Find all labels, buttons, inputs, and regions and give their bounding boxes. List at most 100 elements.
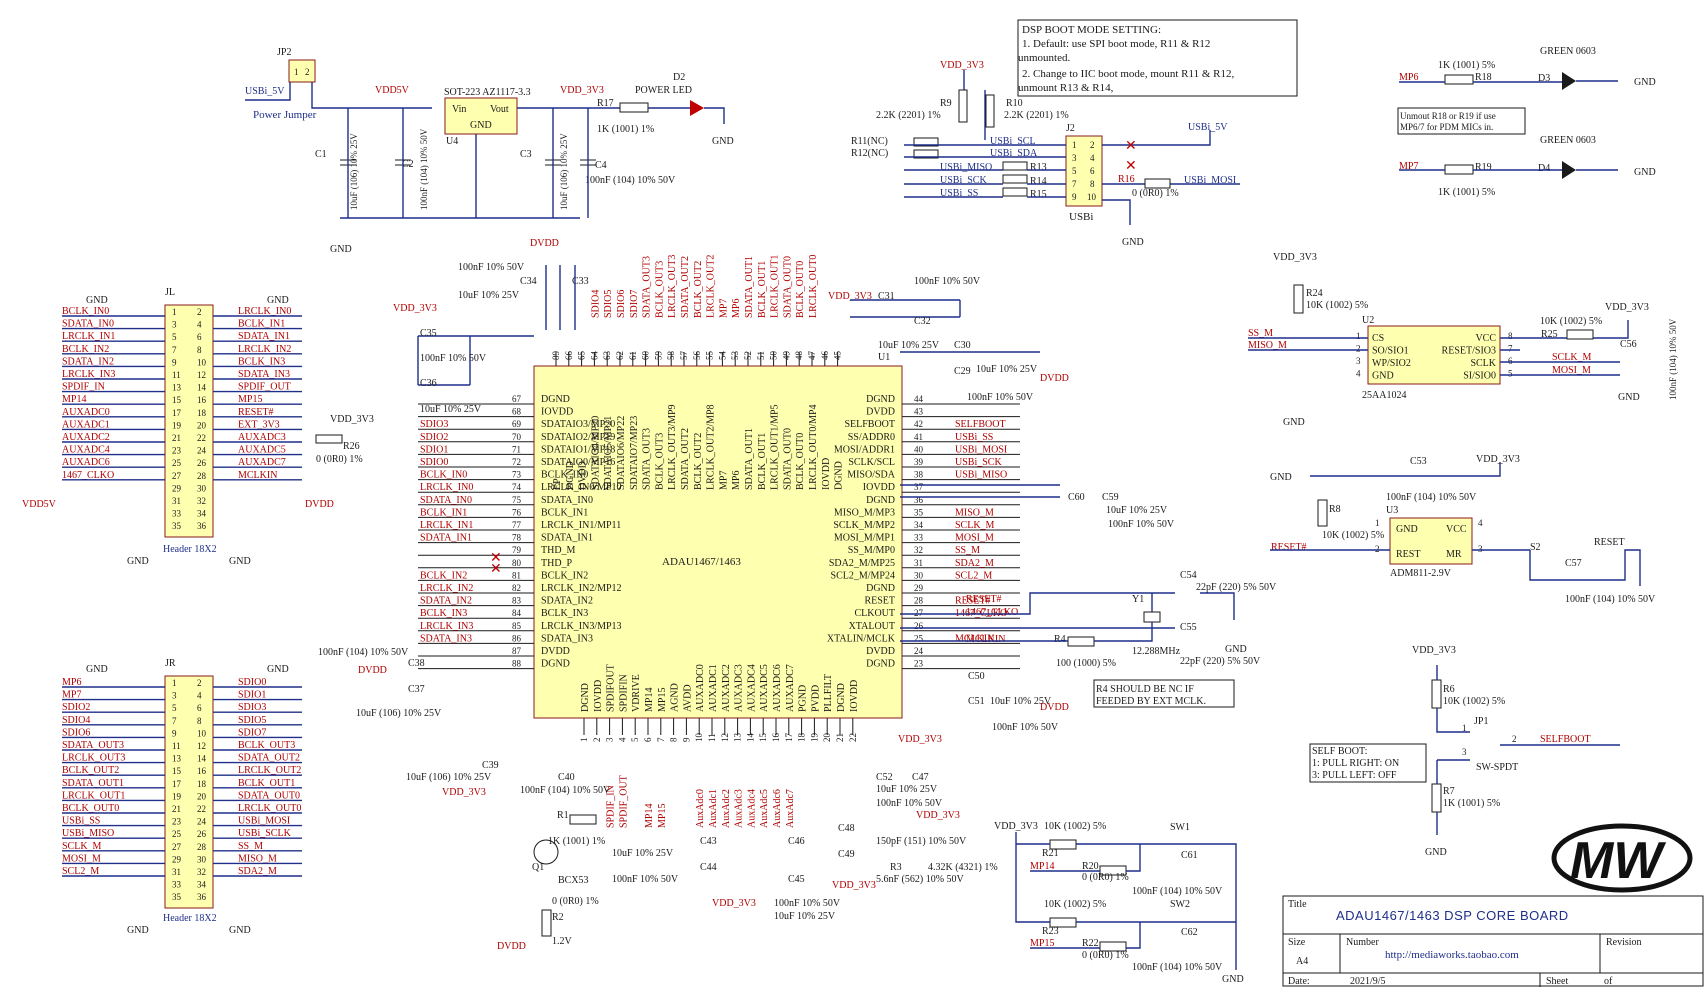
dsp-pin-num: 51	[756, 351, 766, 360]
header-net-left: BCLK_OUT2	[62, 765, 119, 776]
svg-text:✕: ✕	[490, 551, 502, 566]
header-net-left: SDATA_OUT3	[62, 740, 124, 751]
dsp-pin-left: LRCLK_IN0/MP10	[541, 482, 622, 493]
c2-value: 100nF (104) 10% 50V	[419, 128, 429, 210]
header-net-right: LRCLK_OUT2	[238, 765, 301, 776]
jr-gnd-r: GND	[267, 664, 289, 675]
dsp-pin-bottom: MP15	[657, 688, 668, 712]
dsp-net-left: SDATA_IN0	[420, 495, 472, 506]
header-net-left: SDATA_IN2	[62, 356, 114, 367]
r8-label: R8	[1329, 504, 1341, 515]
header-net-right: SDA2_M	[238, 866, 277, 877]
svg-text:4: 4	[1478, 518, 1483, 528]
dsp-pin-num: 39	[914, 457, 924, 467]
dsp-net-bottom: SPDIF_OUT	[618, 775, 629, 828]
header-pin-num: 3	[172, 691, 177, 701]
dsp-pin-num: 48	[794, 351, 804, 361]
r2-label: R2	[552, 912, 564, 923]
eeprom-pin-left: WP/SIO2	[1372, 358, 1411, 369]
dsp-net-right: MOSI_M	[955, 533, 994, 544]
r4-value: 100 (1000) 5%	[1056, 658, 1116, 669]
dsp-pin-top: SDATAIO6/MP22	[616, 416, 627, 490]
selfboot-vdd: VDD_3V3	[1412, 645, 1456, 656]
sw2-label: SW2	[1170, 899, 1190, 910]
r19-label: R19	[1475, 162, 1492, 173]
title-text: ADAU1467/1463 DSP CORE BOARD	[1336, 908, 1569, 923]
dsp-pin-left: SDATA_IN0	[541, 495, 593, 506]
svg-text:8: 8	[1090, 179, 1095, 189]
header-net-right: SDIO1	[238, 690, 266, 701]
svg-text:3: 3	[1478, 544, 1483, 554]
header-pin-num: 27	[172, 842, 182, 852]
q1-dvdd: DVDD	[497, 941, 526, 952]
dsp-pin-right: SCLK_M/MP2	[833, 520, 895, 531]
dsp-pin-left: IOVDD	[541, 407, 573, 418]
dsp-dvdd-left: DVDD	[358, 665, 387, 676]
header-net-left: USBi_SS	[62, 816, 100, 827]
header-pin-num: 7	[172, 345, 177, 355]
c48-value: 150pF (151) 10% 50V	[876, 836, 967, 847]
header-pin-num: 15	[172, 395, 182, 405]
dsp-pin-right: MISO_M/MP3	[834, 507, 895, 518]
r9-value: 2.2K (2201) 1%	[876, 110, 941, 121]
svg-text:GND: GND	[1225, 644, 1247, 655]
dsp-net-right: USBi_SCK	[955, 457, 1002, 468]
dsp-pin-left: BCLK_IN0	[541, 470, 588, 481]
header-pin-num: 11	[172, 741, 181, 751]
dsp-net-top: SDIO4	[590, 290, 601, 318]
header-net-left: AUXADC4	[62, 445, 110, 456]
c57-value: 100nF (104) 10% 50V	[1565, 594, 1656, 605]
header-pin-num: 21	[172, 804, 181, 814]
dsp-pin-right: SCL2_M/MP24	[831, 570, 895, 581]
logo: MW	[1551, 823, 1693, 893]
dsp-net-left: LRCLK_IN1	[420, 520, 473, 531]
header-net-right: BCLK_OUT1	[238, 778, 295, 789]
dsp-net-top: LRCLK_OUT0	[808, 255, 819, 318]
r21-value: 10K (1002) 5%	[1044, 821, 1106, 832]
dsp-pin-num: 16	[771, 733, 781, 743]
header-pin-num: 8	[197, 345, 202, 355]
c35-value: 100nF 10% 50V	[420, 353, 487, 364]
r4-label: R4	[1054, 634, 1066, 645]
header-net-left: SCL2_M	[62, 866, 99, 877]
usbi-net: USBi_MISO	[940, 162, 992, 173]
r6-value: 10K (1002) 5%	[1443, 696, 1505, 707]
vout-pin: Vout	[490, 104, 509, 115]
header-pin-num: 19	[172, 791, 182, 801]
c39-label: C39	[482, 760, 499, 771]
clock-section: C54 22pF (220) 5% 50V Y1 C55 12.288MHz 2…	[900, 570, 1277, 708]
regulator-part: SOT-223 AZ1117-3.3	[444, 87, 531, 98]
s2-label: S2	[1530, 542, 1541, 553]
dsp-pin-right: SS_M/MP0	[848, 545, 895, 556]
dsp-net-top: LRCLK_OUT2	[706, 255, 717, 318]
r26-label: R26	[343, 441, 360, 452]
svg-text:GND: GND	[1222, 974, 1244, 985]
svg-text:✕: ✕	[1125, 139, 1137, 154]
header-pin-num: 33	[172, 509, 182, 519]
eeprom-pin-right: RESET/SIO3	[1442, 346, 1496, 357]
dsp-pin-num: 31	[914, 558, 923, 568]
header-pin-num: 2	[197, 307, 202, 317]
dsp-pin-right: DGND	[866, 583, 895, 594]
header-pin-num: 31	[172, 867, 181, 877]
header-net-left: MP6	[62, 677, 81, 688]
c43-value: 10uF 10% 25V	[612, 848, 674, 859]
header-net-left: LRCLK_OUT1	[62, 790, 125, 801]
usbi-net: USBi_SS	[940, 188, 978, 199]
dsp-pin-num: 15	[758, 733, 768, 743]
u2-label: U2	[1362, 315, 1374, 326]
dsp-net-top: SDIO6	[616, 290, 627, 318]
r17-label: R17	[597, 98, 614, 109]
c50-label: C50	[968, 671, 985, 682]
reset-gnd: GND	[1270, 472, 1292, 483]
c40-label: C40	[558, 772, 575, 783]
dsp-net-top: LRCLK_OUT3	[667, 255, 678, 318]
c3-label: C3	[520, 149, 532, 160]
c47-value: 100nF 10% 50V	[876, 798, 943, 809]
svg-text:DVDD: DVDD	[1040, 702, 1069, 713]
dsp-pin-bottom: SPDIFOUT	[606, 664, 617, 712]
dsp-pin-num: 14	[745, 733, 755, 743]
header-pin-num: 17	[172, 408, 182, 418]
dsp-net-top: SDATA_OUT3	[642, 256, 653, 318]
